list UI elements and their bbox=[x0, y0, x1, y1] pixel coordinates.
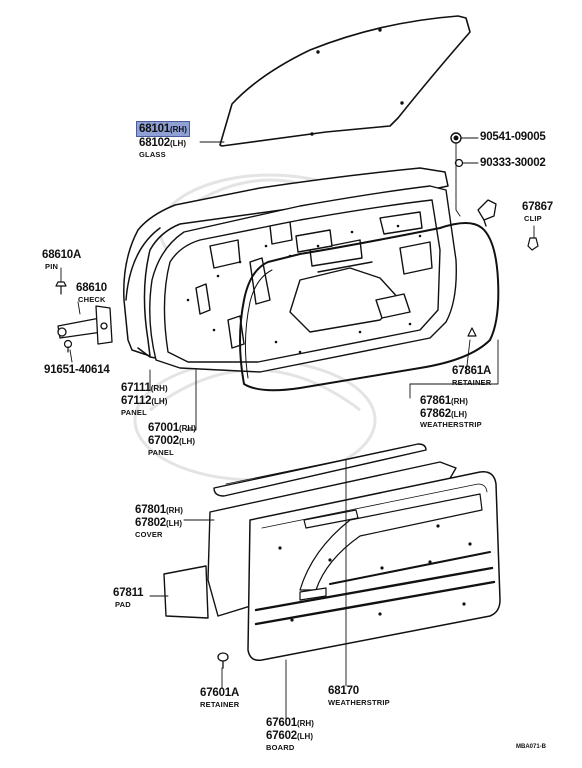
retainer-bd-shape bbox=[217, 652, 229, 669]
retainer-ws-shape bbox=[467, 327, 477, 337]
screw-part-number: 91651-40614 bbox=[44, 364, 110, 376]
clip-name: CLIP bbox=[524, 214, 542, 223]
inner-panel-name: PANEL bbox=[148, 448, 174, 457]
inner-panel-shape bbox=[149, 185, 457, 373]
board-shape bbox=[247, 471, 501, 662]
glass-shape bbox=[219, 15, 471, 147]
check-part-number: 68610 bbox=[76, 282, 107, 294]
board-part-number-rh: 67601(RH) bbox=[266, 717, 314, 729]
leader-lines bbox=[60, 137, 535, 721]
belt-weatherstrip-shape bbox=[213, 443, 427, 497]
check-name: CHECK bbox=[78, 295, 106, 304]
bolt-shape bbox=[450, 132, 462, 144]
retainer-bd-part-number: 67601A bbox=[200, 687, 240, 699]
pad-name: PAD bbox=[115, 600, 131, 609]
outer-panel-part-number-lh: 67112(LH) bbox=[121, 395, 168, 407]
glass-name: GLASS bbox=[139, 150, 166, 159]
board-part-number-lh: 67602(LH) bbox=[266, 730, 313, 742]
clip-part-number: 67867 bbox=[522, 201, 553, 213]
weatherstrip-shape bbox=[239, 222, 500, 392]
cover-part-number-lh: 67802(LH) bbox=[135, 517, 182, 529]
inner-panel-holes bbox=[186, 224, 422, 354]
board-holes bbox=[278, 524, 472, 622]
nut-shape bbox=[454, 158, 464, 168]
belt-weatherstrip-part-number: 68170 bbox=[328, 685, 359, 697]
check-shape bbox=[57, 305, 113, 345]
pin-part-number: 68610A bbox=[42, 249, 82, 261]
belt-weatherstrip-name: WEATHERSTRIP bbox=[328, 698, 390, 707]
bolt-part-number: 90541-09005 bbox=[480, 131, 546, 143]
inner-panel-part-number-lh: 67002(LH) bbox=[148, 435, 195, 447]
pad-part-number: 67811 bbox=[113, 587, 144, 599]
cover-part-number-rh: 67801(RH) bbox=[135, 504, 183, 516]
cover-name: COVER bbox=[135, 530, 163, 539]
outer-panel-name: PANEL bbox=[121, 408, 147, 417]
weatherstrip-part-number-rh: 67861(RH) bbox=[420, 395, 468, 407]
weatherstrip-part-number-lh: 67862(LH) bbox=[420, 408, 467, 420]
nut-part-number: 90333-30002 bbox=[480, 157, 546, 169]
glass-part-number-lh: 68102(LH) bbox=[139, 137, 186, 149]
retainer-ws-name: RETAINER bbox=[452, 378, 492, 387]
pin-shape bbox=[55, 281, 67, 295]
pin-name: PIN bbox=[45, 262, 59, 271]
retainer-ws-part-number: 67861A bbox=[452, 365, 492, 377]
retainer-bd-name: RETAINER bbox=[200, 700, 240, 709]
screw-shape bbox=[63, 339, 73, 353]
outer-panel-part-number-rh: 67111(RH) bbox=[121, 382, 168, 394]
diagram-code: MBA071-B bbox=[516, 744, 547, 750]
pad-shape bbox=[163, 565, 209, 619]
weatherstrip-name: WEATHERSTRIP bbox=[420, 420, 482, 429]
board-name: BOARD bbox=[266, 743, 295, 752]
clip-shape bbox=[477, 199, 497, 227]
inner-panel-part-number-rh: 67001(RH) bbox=[148, 422, 196, 434]
clip-small-shape bbox=[527, 237, 539, 251]
glass-part-number-rh: 68101(RH) bbox=[136, 121, 190, 137]
